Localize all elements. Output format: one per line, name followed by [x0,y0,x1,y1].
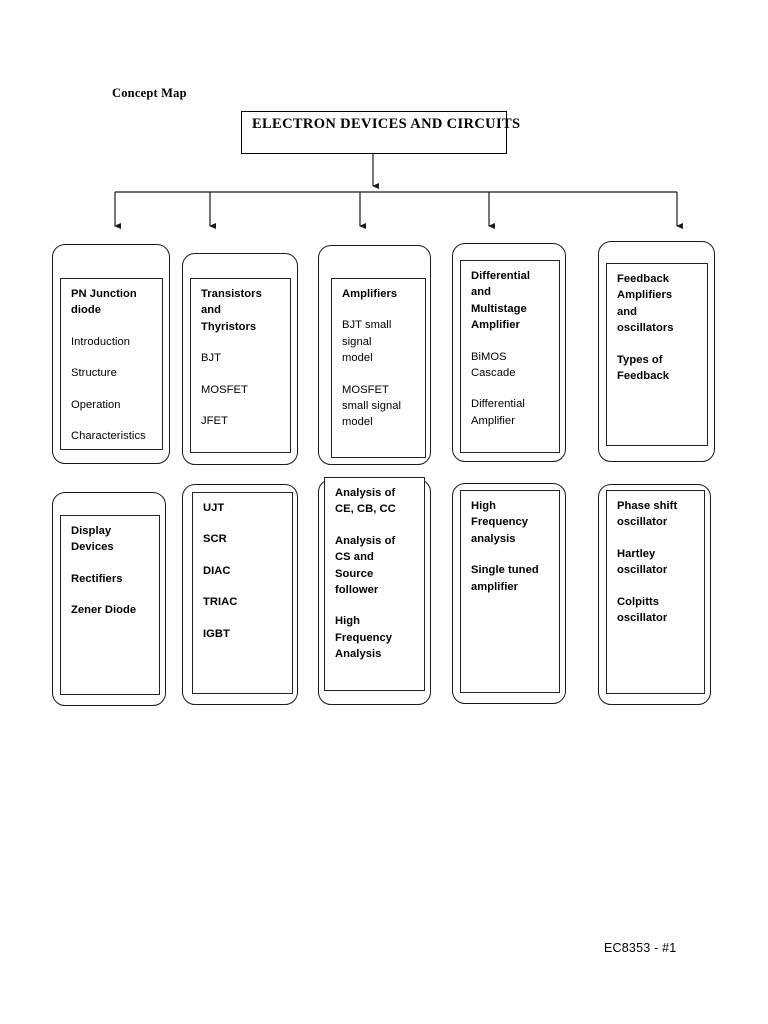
node-text-line: Amplifier [471,414,515,427]
root-node-label: ELECTRON DEVICES AND CIRCUITS [252,116,521,132]
node-text-line: Analysis of [335,487,396,499]
node-text-line: Thyristors [201,320,257,333]
node-text-line: TRIAC [203,596,238,609]
node-text-line: Characteristics [71,430,146,443]
node-text-line: BJT small [342,319,392,332]
node-text-line: Phase shift [617,500,678,512]
node-text-line: Feedback [617,370,670,383]
node-text-line: Devices [71,541,114,554]
node-text-line: Amplifiers [617,289,673,302]
node-text-line: Hartley [617,547,656,560]
node-text-line: High [471,500,497,512]
node-text-line: Single tuned [471,564,539,577]
node-text-line: oscillator [617,612,668,625]
node-text-line: Differential [471,270,531,282]
page-title: Concept Map [112,86,187,100]
node-text-line: Amplifier [471,319,520,332]
node-text-line: and [617,305,638,318]
node-text-line: signal [342,335,372,348]
node-text-line: Frequency [335,631,393,644]
node-text-line: Differential [471,398,525,411]
node-text-line: MOSFET [201,383,248,396]
node-text-line: model [342,416,373,429]
node-text-line: oscillator [617,564,668,577]
root-node-box: ELECTRON DEVICES AND CIRCUITS [241,111,520,154]
node-text-line: JFET [201,415,228,428]
node-text-line: Analysis [335,648,382,661]
node-text-line: analysis [471,532,516,545]
node-text-line: Frequency [471,516,529,529]
node-text-line: UJT [203,502,225,514]
node-text-line: CE, CB, CC [335,503,396,516]
node-text-line: amplifier [471,580,519,593]
node-text-line: and [201,304,222,317]
node-text-line: BiMOS [471,350,507,363]
node-text-line: CS and [335,551,374,564]
node-text-line: follower [335,584,379,597]
node-text-line: Zener Diode [71,604,137,617]
node-text-line: BJT [201,352,222,365]
node-text-line: Cascade [471,367,516,380]
node-text-line: diode [71,304,102,317]
node-text-line: MOSFET [342,383,389,396]
node-thyristor-devices[interactable]: UJT SCR DIAC TRIAC IGBT [182,484,298,705]
node-text-line: PN Junction [71,288,137,300]
node-text-line: High [335,615,361,628]
node-text-line: IGBT [203,627,230,640]
node-text-line: Source [335,567,374,580]
page-footer: EC8353 - #1 [604,941,677,955]
node-text-line: Operation [71,398,121,411]
node-text-line: Transistors [201,288,262,300]
node-text-line: Introduction [71,335,131,348]
node-text-line: Amplifiers [342,288,398,300]
node-inner-panel: UJT SCR DIAC TRIAC IGBT [192,492,293,694]
node-text-line: Types of [617,353,663,366]
node-text-line: Feedback [617,273,670,285]
node-text-line: Analysis of [335,534,396,547]
node-text-line: Colpitts [617,595,660,608]
node-text-line: Structure [71,367,117,380]
node-text-line: DIAC [203,564,231,577]
node-text-line: small signal [342,400,402,413]
node-text-line: oscillators [617,322,674,335]
node-text-block: UJT SCR DIAC TRIAC IGBT [203,500,288,642]
node-text-line: SCR [203,533,227,546]
node-text-line: and [471,286,492,299]
node-text-line: oscillator [617,516,668,529]
node-text-line: Multistage [471,302,527,315]
node-text-line: Display [71,525,112,537]
node-text-line: Rectifiers [71,572,123,585]
node-text-line: model [342,352,373,365]
